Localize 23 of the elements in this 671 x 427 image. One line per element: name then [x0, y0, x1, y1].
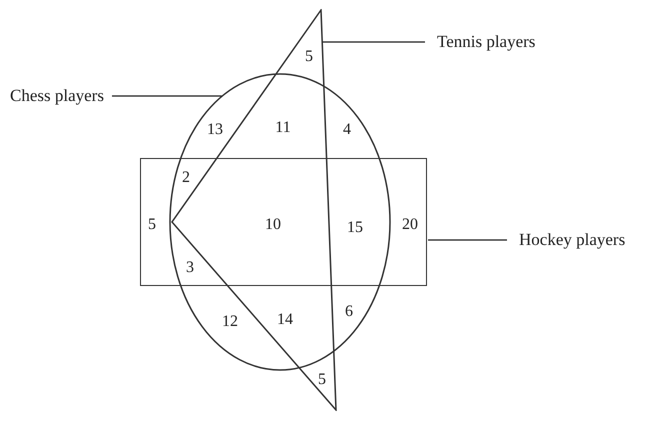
rectangle-outline: [140, 158, 427, 286]
region-count: 10: [265, 216, 281, 234]
leader-line: [322, 41, 425, 43]
region-count: 11: [275, 119, 291, 137]
region-count: 5: [305, 48, 313, 66]
region-count: 13: [207, 121, 223, 139]
leader-line: [428, 239, 507, 241]
region-count: 12: [222, 313, 238, 331]
triangle-outline: [171, 9, 337, 411]
ellipse-outline: [169, 73, 391, 371]
region-count: 15: [347, 219, 363, 237]
region-count: 5: [148, 216, 156, 234]
region-count: 20: [402, 216, 418, 234]
region-count: 2: [182, 169, 190, 187]
set-label: Hockey players: [519, 230, 626, 250]
region-count: 14: [277, 311, 293, 329]
leader-line: [112, 95, 222, 97]
region-count: 3: [186, 259, 194, 277]
region-count: 6: [345, 303, 353, 321]
set-label: Tennis players: [437, 32, 536, 52]
region-count: 5: [318, 371, 326, 389]
set-label: Chess players: [10, 86, 104, 106]
region-count: 4: [343, 121, 351, 139]
